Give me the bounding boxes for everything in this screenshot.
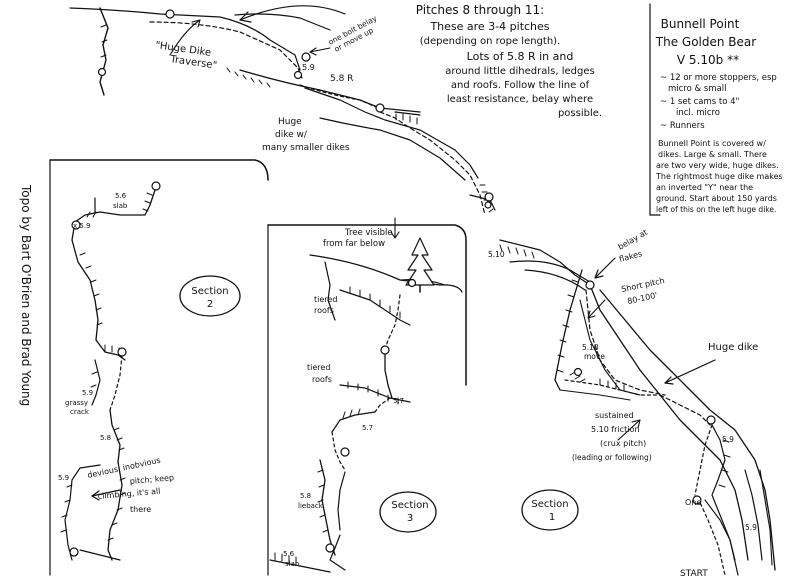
approach-line-3: are two very wide, huge dikes. — [656, 161, 779, 170]
label-huge-2: dike w/ — [275, 130, 308, 140]
header-note-3: (depending on rope length). — [420, 36, 561, 47]
label-grade-57-a: 5.7 — [393, 397, 404, 405]
label-grade-59-grassy-3: crack — [70, 408, 90, 416]
header-note-4: Lots of 5.8 R in and — [467, 50, 574, 63]
label-start: START — [680, 569, 708, 579]
section-3-line2: 3 — [407, 513, 413, 524]
approach-line-1: Bunnell Point is covered w/ — [658, 139, 766, 148]
section3-frame — [267, 224, 467, 386]
label-grade-59-grassy-1: 5.9 — [82, 389, 93, 397]
header-note-5: around little dihedrals, ledges — [445, 66, 594, 77]
label-grade-510-mid: 5.10 — [488, 250, 505, 259]
section1-arrows — [587, 257, 716, 441]
approach-line-6: ground. Start about 150 yards — [656, 194, 777, 203]
header-note-2: These are 3-4 pitches — [429, 20, 549, 33]
gear-line-3: ~ 1 set cams to 4" — [660, 97, 740, 107]
label-one: One — [685, 498, 701, 507]
label-grade-58-s2: 5.8 — [100, 434, 111, 442]
label-grade-510-move-2: move — [584, 352, 605, 361]
section2-frame — [49, 159, 269, 181]
label-devious-3: climbing, it's all — [97, 487, 160, 501]
label-sustained-4: (leading or following) — [572, 453, 652, 462]
label-huge-3: many smaller dikes — [262, 143, 350, 153]
section3-circle — [379, 491, 437, 533]
header-note-7: least resistance, belay where — [447, 94, 593, 105]
top-arrows — [169, 5, 346, 56]
label-belay-flakes-1: belay at — [617, 228, 650, 252]
top-belays — [97, 9, 494, 209]
label-grade-56-s3-2: slab — [285, 560, 300, 568]
label-grade-56-s2-2: slab — [113, 202, 128, 210]
label-tiered-roofs-2b: roofs — [312, 375, 332, 384]
section3-belays — [325, 278, 417, 553]
section2-belays — [69, 181, 161, 557]
route-grade: V 5.10b ** — [677, 53, 739, 67]
label-huge-1: Huge — [278, 117, 302, 127]
gear-line-2: micro & small — [668, 84, 727, 94]
section-3-line1: Section — [391, 500, 428, 511]
label-grade-59-x: x 5.9 — [73, 222, 91, 230]
label-grade-59-s2-low: 5.9 — [58, 474, 69, 482]
section2-circle — [179, 275, 241, 317]
gear-line-1: ~ 12 or more stoppers, esp — [660, 73, 777, 83]
label-grade-58-lieback-2: lieback — [298, 502, 324, 510]
label-tree-visible-2: from far below — [323, 239, 385, 249]
section-1-line2: 1 — [549, 512, 555, 523]
section3-lines — [269, 217, 463, 573]
label-sustained-3: (crux pitch) — [600, 439, 646, 448]
section-1-line1: Section — [531, 499, 568, 510]
approach-line-7: left of this on the left huge dike. — [656, 205, 776, 214]
label-grade-510-move-1: 5.10 — [582, 343, 599, 352]
label-tiered-roofs-1a: tiered — [314, 295, 337, 304]
label-grade-56-s3-1: 5.6 — [283, 550, 295, 558]
topo-credit: Topo by Bart O'Brien and Brad Young — [19, 184, 33, 406]
label-tiered-roofs-2a: tiered — [307, 363, 330, 372]
approach-line-4: The rightmost huge dike makes — [655, 172, 783, 181]
section2-arrows — [91, 489, 121, 501]
label-sustained-1: sustained — [595, 411, 634, 420]
label-huge-dike: Huge dike — [708, 342, 758, 353]
label-grade-59-r2: 5.9 — [745, 523, 757, 532]
approach-line-5: an inverted "Y" near the — [656, 183, 753, 192]
gear-line-5: ~ Runners — [660, 121, 705, 131]
label-grade-56-s2-1: 5.6 — [115, 192, 127, 200]
section1-belays — [573, 280, 716, 505]
route-subtitle: The Golden Bear — [655, 35, 756, 49]
section-2-line2: 2 — [207, 299, 213, 310]
label-belay-flakes-2: flakes — [618, 249, 643, 264]
section1-lines — [499, 239, 776, 576]
label-grade-59-r1: 5.9 — [722, 435, 734, 444]
label-grade-57-b: 5.7 — [362, 424, 373, 432]
label-devious-4: there — [130, 505, 151, 514]
label-grade-59-top: 5.9 — [302, 63, 315, 72]
label-grade-59-grassy-2: grassy — [65, 399, 88, 407]
label-grade-58-lieback-1: 5.8 — [300, 492, 311, 500]
route-box-frame — [649, 3, 661, 216]
header-note-6: and roofs. Follow the line of — [451, 80, 590, 91]
approach-line-2: dikes. Large & small. There — [658, 150, 767, 159]
label-sustained-2: 5.10 friction — [591, 425, 639, 434]
section-2-line1: Section — [191, 286, 228, 297]
label-tree-visible-1: Tree visible — [344, 228, 393, 238]
section1-circle — [521, 489, 579, 531]
gear-line-4: incl. micro — [676, 108, 720, 118]
header-note-1: Pitches 8 through 11: — [416, 3, 544, 17]
label-short-pitch-1: Short pitch — [621, 276, 666, 294]
label-grade-58r: 5.8 R — [330, 74, 353, 84]
label-short-pitch-2: 80-100' — [627, 291, 659, 306]
tree — [405, 237, 435, 293]
route-name: Bunnell Point — [661, 17, 740, 31]
header-note-8: possible. — [558, 108, 602, 119]
label-devious-2: pitch; keep — [129, 473, 174, 486]
section2-lines — [60, 189, 156, 561]
label-tiered-roofs-1b: roofs — [314, 306, 334, 315]
